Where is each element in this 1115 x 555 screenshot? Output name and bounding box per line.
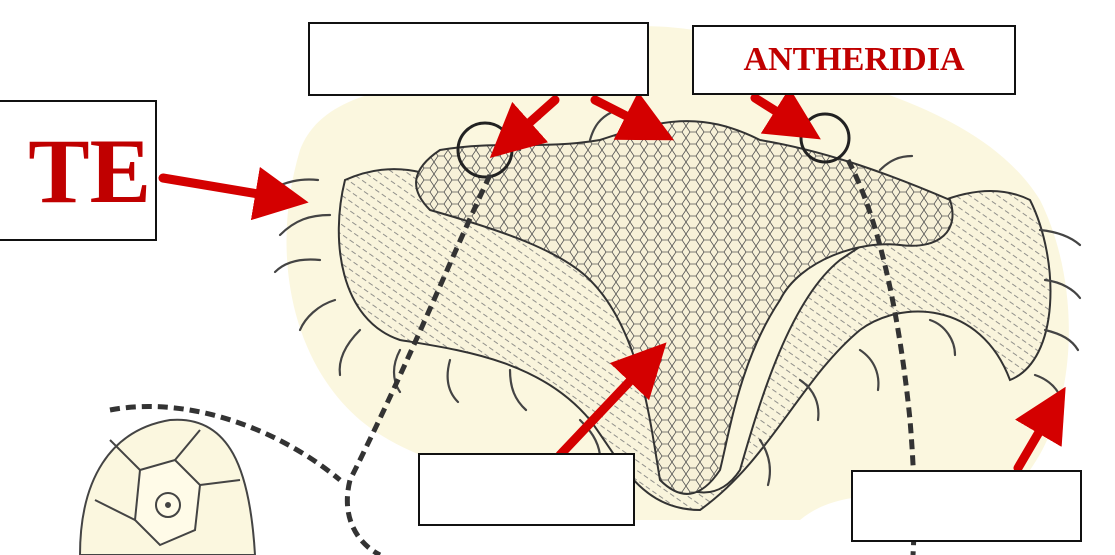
label-box-bottom-middle xyxy=(418,453,635,526)
label-box-left: TE xyxy=(0,100,157,241)
arrow-left xyxy=(163,178,282,198)
cell-detail-inset xyxy=(80,420,255,555)
label-box-top-left xyxy=(308,22,649,96)
label-box-bottom-right xyxy=(851,470,1082,542)
label-box-antheridia: ANTHERIDIA xyxy=(692,25,1016,95)
